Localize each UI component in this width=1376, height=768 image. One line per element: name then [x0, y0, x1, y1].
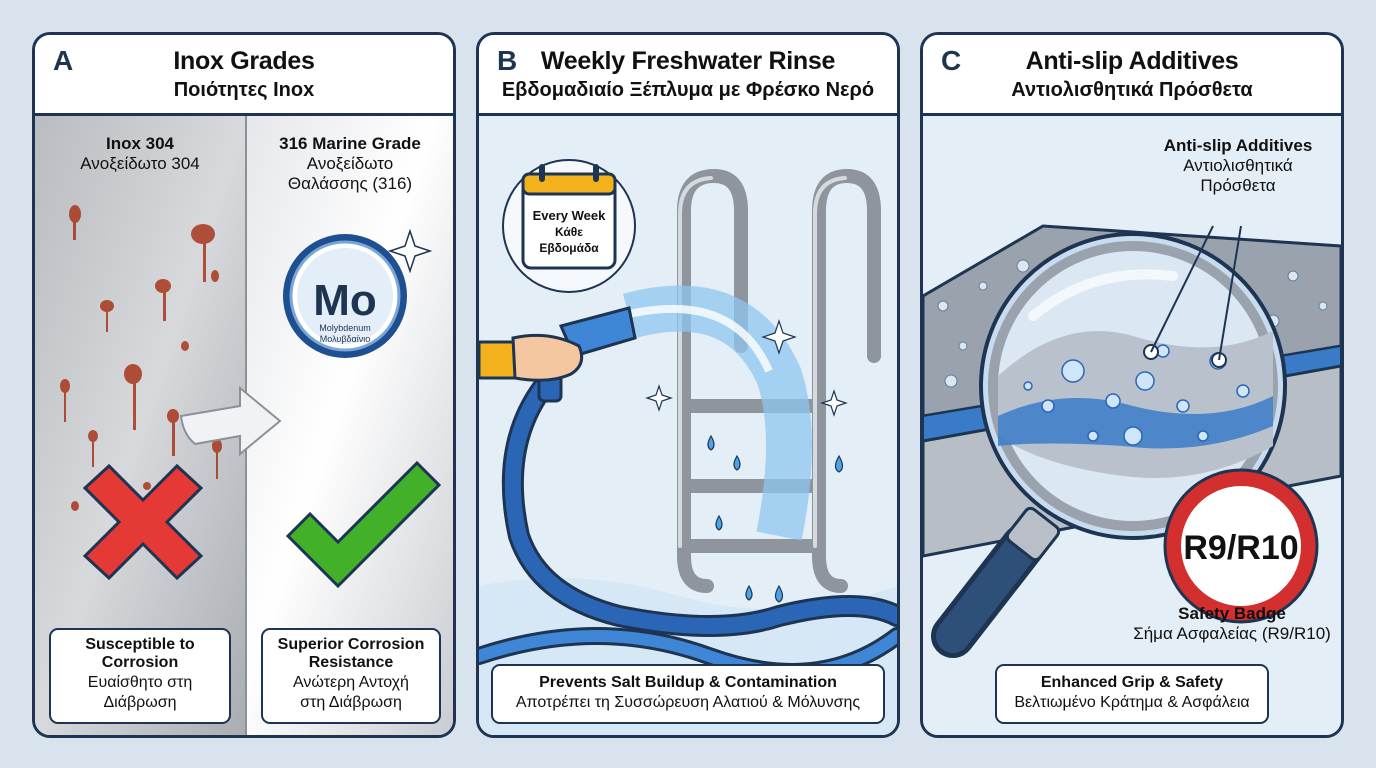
inox-304-label: Inox 304 Ανοξείδωτο 304	[35, 134, 245, 174]
magnifying-glass-icon	[931, 225, 1287, 658]
panel-subtitle: Εβδομαδιαίο Ξέπλυμα με Φρέσκο Νερό	[501, 79, 875, 101]
cross-icon	[82, 463, 204, 581]
safety-badge-label: Safety Badge Σήμα Ασφαλείας (R9/R10)	[1123, 604, 1341, 644]
panel-letter: B	[497, 45, 518, 76]
panel-subtitle: Ποιότητες Inox	[173, 79, 315, 101]
callout-en: Anti-slip Additives	[1163, 136, 1313, 155]
molybdenum-symbol: Mo	[313, 276, 377, 325]
callout-gr-2: Πρόσθετα	[1200, 176, 1276, 195]
panel-letter: A	[53, 45, 74, 76]
badge-label-en: Safety Badge	[1178, 604, 1286, 623]
panel-freshwater-rinse: B Weekly Freshwater Rinse Εβδομαδιαίο Ξέ…	[476, 32, 900, 738]
check-icon	[285, 460, 442, 589]
badge-label-gr: Σήμα Ασφαλείας (R9/R10)	[1133, 624, 1331, 643]
panel-title: Inox Grades	[173, 47, 315, 75]
panel-inox-grades: A Inox Grades Ποιότητες Inox	[32, 32, 456, 738]
panel-header: A Inox Grades Ποιότητες Inox	[35, 35, 453, 116]
molybdenum-badge: Mo Molybdenum Μολυβδαίνιο	[283, 234, 407, 358]
calendar-line-3: Εβδομάδα	[539, 241, 599, 255]
inox-316-label: 316 Marine Grade Ανοξείδωτο Θαλάσσης (31…	[247, 134, 453, 194]
calendar-line-1: Every Week	[533, 208, 607, 223]
hand-icon	[479, 333, 584, 382]
inox-304-name: Inox 304	[105, 134, 175, 153]
anti-slip-callout: Anti-slip Additives Αντιολισθητικά Πρόσθ…	[1143, 136, 1333, 196]
panel-letter: C	[941, 45, 962, 76]
inox-316-name-gr-2: Θαλάσσης (316)	[287, 174, 413, 193]
sparkle-icons	[645, 319, 848, 417]
panel-anti-slip: C Anti-slip Additives Αντιολισθητικά Πρό…	[920, 32, 1344, 738]
panel-title: Anti-slip Additives	[1025, 47, 1239, 75]
panel-body: Every Week Κάθε Εβδομάδα Prevents Salt B…	[479, 116, 897, 735]
safety-badge: R9/R10	[1163, 468, 1319, 624]
inox-304-name-gr: Ανοξείδωτο 304	[80, 154, 200, 173]
calendar-line-2: Κάθε	[555, 225, 583, 239]
inox-316-name-gr-1: Ανοξείδωτο	[306, 154, 394, 173]
panel-body: R9/R10 Anti-slip Additives Αντιολισθητικ…	[923, 116, 1341, 735]
panel-header: C Anti-slip Additives Αντιολισθητικά Πρό…	[923, 35, 1341, 116]
arrow-right-icon	[179, 385, 282, 457]
water-drops	[707, 434, 844, 603]
calendar-icon: Every Week Κάθε Εβδομάδα	[502, 159, 636, 293]
anti-slip-caption: Enhanced Grip & Safety Βελτιωμένο Κράτημ…	[995, 664, 1269, 724]
rinse-illustration: Every Week Κάθε Εβδομάδα	[479, 116, 897, 735]
pool-ladder-highlight	[678, 176, 847, 548]
panel-header: B Weekly Freshwater Rinse Εβδομαδιαίο Ξέ…	[479, 35, 897, 116]
panel-title: Weekly Freshwater Rinse	[540, 47, 836, 75]
inox-316-name: 316 Marine Grade	[279, 134, 421, 153]
panel-body: Mo Molybdenum Μολυβδαίνιο Inox 304 Ανοξε…	[35, 116, 453, 735]
inox-304-caption: Susceptible to Corrosion Ευαίσθητο στη Δ…	[49, 628, 231, 724]
callout-gr-1: Αντιολισθητικά	[1183, 156, 1293, 175]
rust-stains	[60, 205, 222, 511]
molybdenum-name-en: Molybdenum	[319, 323, 371, 333]
safety-badge-text: R9/R10	[1183, 529, 1298, 567]
panel-subtitle: Αντιολισθητικά Πρόσθετα	[1011, 79, 1253, 101]
anti-slip-illustration: R9/R10	[923, 116, 1341, 735]
sparkle-icon	[387, 228, 433, 274]
molybdenum-name-gr: Μολυβδαίνιο	[320, 334, 370, 344]
inox-316-caption: Superior Corrosion Resistance Ανώτερη Αν…	[261, 628, 441, 724]
rinse-caption: Prevents Salt Buildup & Contamination Απ…	[491, 664, 885, 724]
